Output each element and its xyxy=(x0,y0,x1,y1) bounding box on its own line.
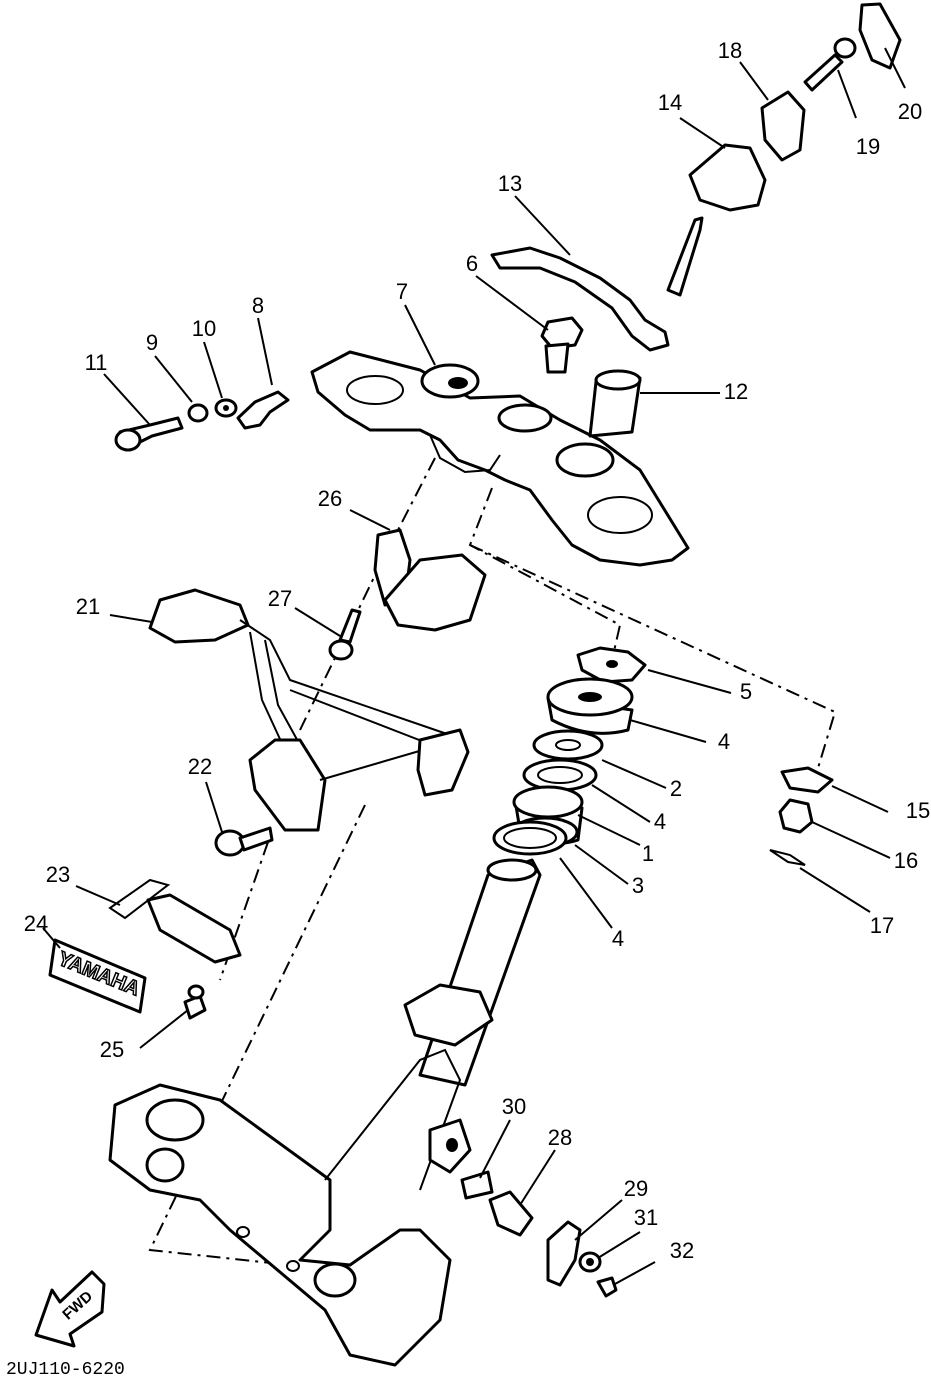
callout-2: 2 xyxy=(670,776,682,801)
clip-9 xyxy=(236,390,290,430)
washer-11 xyxy=(214,398,238,418)
callout-4-lower: 4 xyxy=(612,926,624,951)
callout-5: 4 xyxy=(718,729,730,754)
callout-15: 14 xyxy=(658,90,682,115)
bolt-7 xyxy=(540,316,584,374)
callout-32: 31 xyxy=(634,1205,658,1230)
callout-22: 21 xyxy=(76,594,100,619)
callout-9: 8 xyxy=(252,293,264,318)
callout-labels: 11 9 10 8 7 6 13 14 18 19 20 12 26 27 21… xyxy=(24,38,930,1263)
callout-12: 11 xyxy=(85,350,108,375)
bracket-27 xyxy=(373,528,487,632)
leader-lines xyxy=(42,47,906,1285)
spring-31 xyxy=(460,1170,494,1200)
emblem-25: YAMAHA xyxy=(48,938,147,1014)
callout-29: 28 xyxy=(548,1125,572,1150)
callout-19: 18 xyxy=(718,38,742,63)
washer-32 xyxy=(578,1251,602,1273)
callout-31: 30 xyxy=(502,1094,526,1119)
lockwasher-10 xyxy=(187,403,209,423)
bolt-23 xyxy=(214,826,274,857)
screw-26 xyxy=(183,984,207,1020)
callout-4-upper: 4 xyxy=(654,809,666,834)
lock-15 xyxy=(666,143,767,297)
screw-20 xyxy=(803,37,857,92)
race-2 xyxy=(532,729,604,761)
callout-30: 29 xyxy=(624,1176,648,1201)
stay-14 xyxy=(490,246,670,352)
callout-11: 10 xyxy=(192,316,216,341)
callout-33: 32 xyxy=(670,1238,694,1263)
upper-bracket xyxy=(310,350,690,567)
plunger-29 xyxy=(488,1190,534,1237)
callout-10: 9 xyxy=(146,330,158,355)
bracket-24b xyxy=(146,893,242,964)
clip-24 xyxy=(108,878,171,920)
nut-17 xyxy=(778,798,814,834)
callout-24: 23 xyxy=(46,862,70,887)
cover-19 xyxy=(760,90,806,162)
callout-7: 6 xyxy=(466,251,478,276)
callout-26: 25 xyxy=(100,1037,124,1062)
callout-17: 16 xyxy=(894,848,918,873)
washer-5 xyxy=(546,677,634,735)
screw-33 xyxy=(596,1276,618,1298)
nut-6 xyxy=(576,646,647,684)
balls-4-lower xyxy=(492,820,568,856)
callout-21: 20 xyxy=(898,99,922,124)
damper-13 xyxy=(588,369,642,438)
balls-4-upper xyxy=(522,758,598,792)
pin-18 xyxy=(769,849,806,866)
callout-1: 1 xyxy=(642,841,654,866)
forward-arrow: FWD xyxy=(34,1270,106,1348)
callout-3: 3 xyxy=(632,873,644,898)
callout-8: 7 xyxy=(396,279,408,304)
callout-27: 26 xyxy=(318,486,342,511)
plate-21 xyxy=(858,2,902,70)
callout-16: 15 xyxy=(906,798,930,823)
callout-6: 5 xyxy=(740,679,752,704)
plate-30 xyxy=(546,1220,582,1287)
callout-25: 24 xyxy=(24,911,48,936)
callout-23: 22 xyxy=(188,754,212,779)
callout-13: 12 xyxy=(724,379,748,404)
callout-28: 27 xyxy=(268,586,292,611)
callout-18: 17 xyxy=(870,913,894,938)
steering-stem xyxy=(108,858,542,1367)
drawing-code: 2UJ110-6220 xyxy=(6,1360,125,1380)
callout-20: 19 xyxy=(856,134,880,159)
stay-22 xyxy=(148,588,470,832)
bolt-28 xyxy=(328,608,362,661)
callout-14: 13 xyxy=(498,171,522,196)
washer-16 xyxy=(780,766,834,794)
